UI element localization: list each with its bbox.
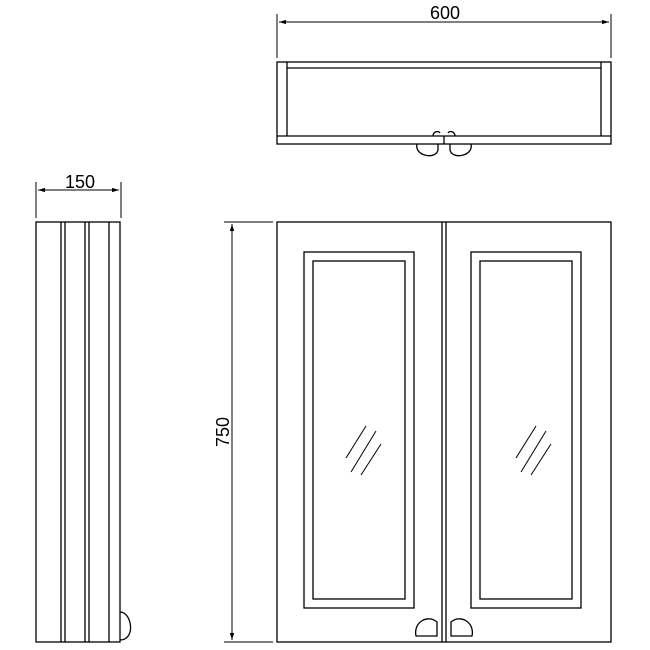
knob-right-front (450, 618, 473, 637)
right-door-frame (470, 251, 582, 609)
right-door-glass (479, 260, 573, 600)
top-view-knobs (416, 143, 472, 157)
knob-side (119, 611, 132, 641)
top-view: 600 (276, 3, 612, 157)
right-door (450, 251, 582, 637)
left-door (303, 251, 438, 637)
height-label: 750 (213, 417, 233, 447)
front-view-cabinet (276, 221, 612, 643)
width-label: 600 (430, 3, 460, 23)
knob-left-front (415, 618, 438, 637)
depth-label: 150 (65, 172, 95, 192)
front-view: 750 (213, 221, 612, 643)
left-door-glass (312, 260, 406, 600)
right-glass-reflection (515, 425, 552, 476)
top-view-cabinet (276, 61, 612, 145)
side-view-cabinet (35, 221, 132, 643)
height-dimension: 750 (213, 221, 273, 643)
left-glass-reflection (345, 425, 382, 476)
left-door-frame (303, 251, 415, 609)
depth-dimension: 150 (35, 172, 122, 218)
knob-right-top (449, 143, 472, 157)
knob-left-top (416, 143, 439, 157)
side-view: 150 (35, 172, 132, 643)
width-dimension: 600 (276, 3, 612, 58)
